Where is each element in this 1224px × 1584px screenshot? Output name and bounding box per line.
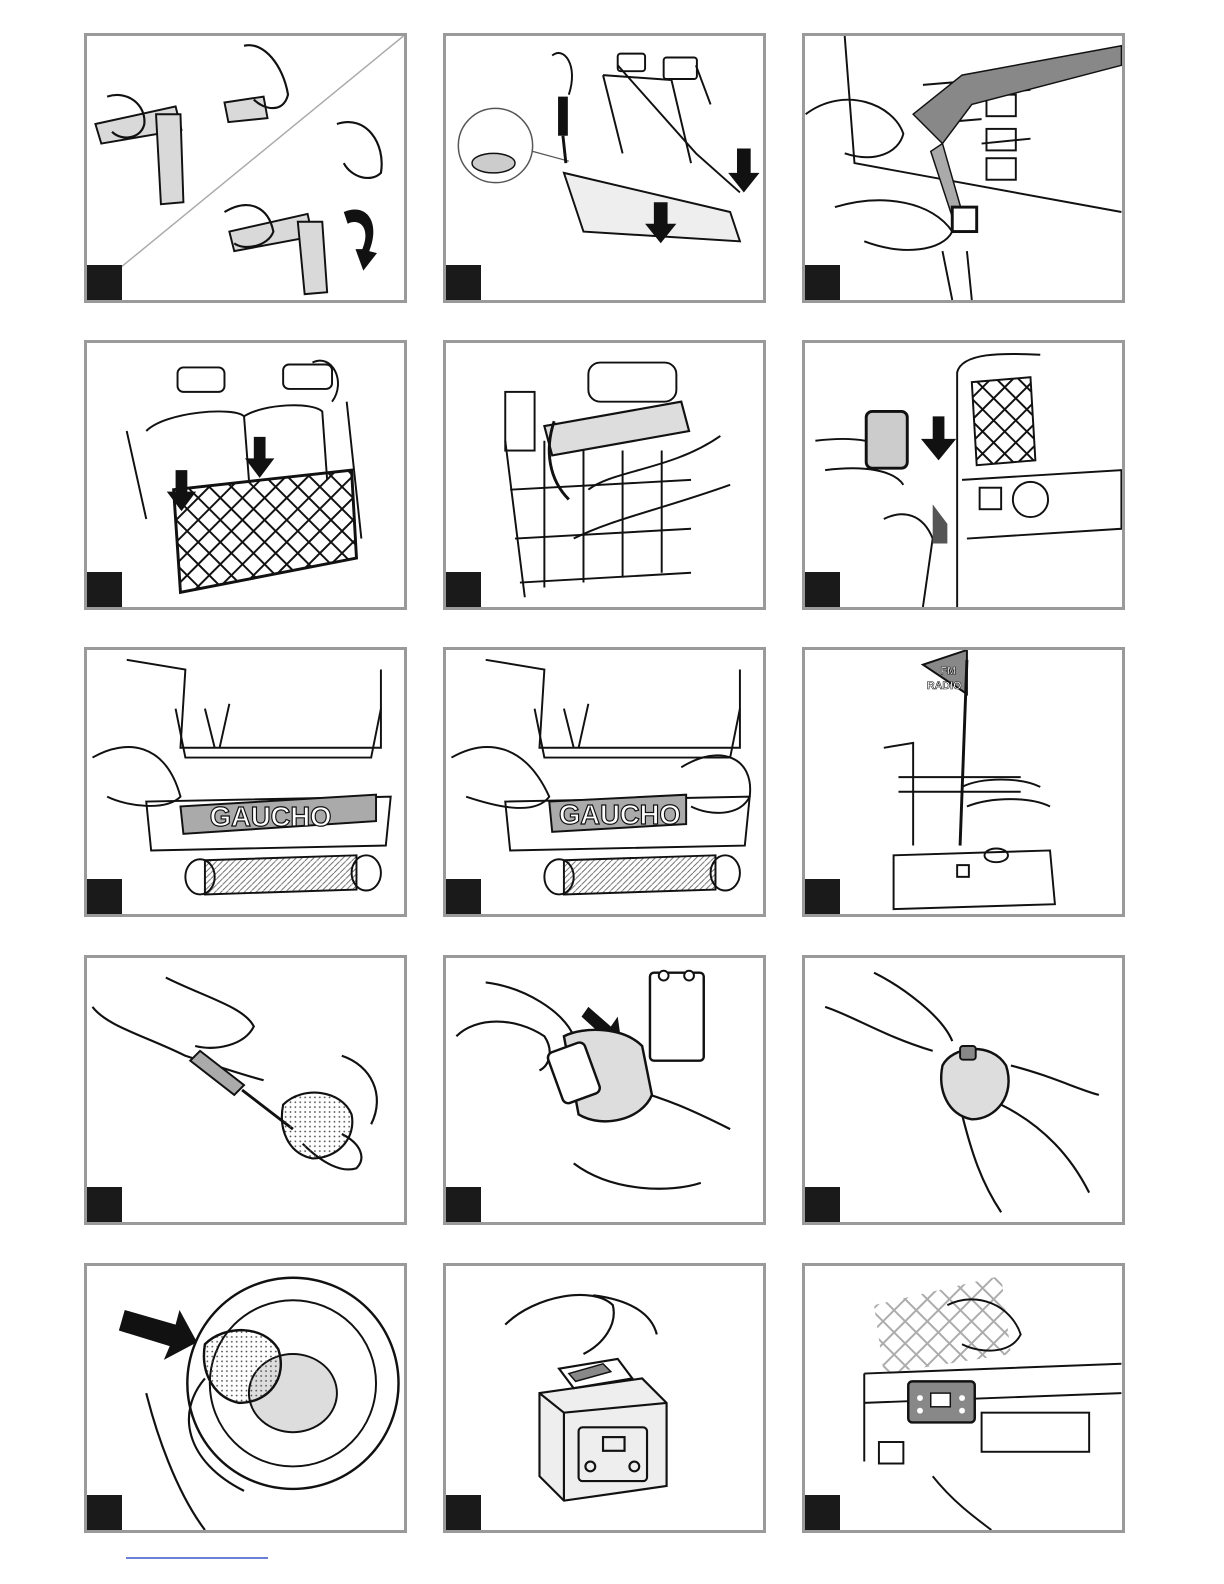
- instruction-panel-14: [443, 1263, 766, 1533]
- step-marker: [804, 1495, 840, 1531]
- flag-text-line-1: FM: [941, 665, 957, 677]
- down-arrow-icon: [921, 416, 956, 460]
- battery-cover-close-illustration: [805, 958, 1122, 1222]
- instruction-panel-8: GAUCHO: [443, 647, 766, 917]
- seat-belt-buckle-illustration: [805, 36, 1122, 300]
- footer-rule: [126, 1557, 268, 1559]
- instruction-panel-2: [443, 33, 766, 303]
- instruction-panel-5: [443, 340, 766, 610]
- step-marker: [445, 879, 481, 915]
- step-marker: [804, 879, 840, 915]
- radio-antenna-flag-illustration: FM RADIO: [805, 650, 1122, 914]
- instruction-panel-11: [443, 955, 766, 1225]
- step-marker: [445, 1495, 481, 1531]
- flag-icon: FM RADIO: [923, 650, 967, 694]
- remote-screwdriver-illustration: [87, 958, 404, 1222]
- flag-text-line-2: RADIO: [927, 680, 962, 692]
- instruction-panel-15: [802, 1263, 1125, 1533]
- instruction-panel-12: [802, 955, 1125, 1225]
- decal-apply-start-illustration: GAUCHO: [87, 650, 404, 914]
- step-marker: [86, 265, 122, 301]
- decal-text: GAUCHO: [559, 799, 681, 830]
- battery-insert-illustration: [446, 958, 763, 1222]
- step-marker: [804, 572, 840, 608]
- roll-bar-strap-illustration: [446, 343, 763, 607]
- step-marker: [86, 1187, 122, 1223]
- step-marker: [804, 265, 840, 301]
- step-marker: [445, 1187, 481, 1223]
- instruction-panel-10: [84, 955, 407, 1225]
- steering-wheel-remote-illustration: [87, 1266, 404, 1530]
- instruction-panel-9: FM RADIO: [802, 647, 1125, 917]
- instruction-panel-13: [84, 1263, 407, 1533]
- instruction-panel-6: [802, 340, 1125, 610]
- instruction-panel-3: [802, 33, 1125, 303]
- screwdriver-icon: [552, 53, 572, 163]
- decal-apply-finish-illustration: GAUCHO: [446, 650, 763, 914]
- step-marker: [86, 879, 122, 915]
- step-marker: [86, 572, 122, 608]
- battery-icon: [650, 971, 704, 1061]
- mirror-install-illustration: [805, 343, 1122, 607]
- step-marker: [445, 265, 481, 301]
- seat-net-install-illustration: [87, 343, 404, 607]
- seat-screw-install-illustration: [446, 36, 763, 300]
- instruction-panel-4: [84, 340, 407, 610]
- decal-text: GAUCHO: [210, 801, 332, 832]
- step-marker: [804, 1187, 840, 1223]
- step-marker: [86, 1495, 122, 1531]
- step-marker: [445, 572, 481, 608]
- handlebar-assembly-illustration: [87, 36, 404, 300]
- dashboard-radio-install-illustration: [805, 1266, 1122, 1530]
- instruction-panel-7: GAUCHO: [84, 647, 407, 917]
- arrow-icon: [119, 1310, 197, 1360]
- instruction-panel-1: [84, 33, 407, 303]
- radio-battery-compartment-illustration: [446, 1266, 763, 1530]
